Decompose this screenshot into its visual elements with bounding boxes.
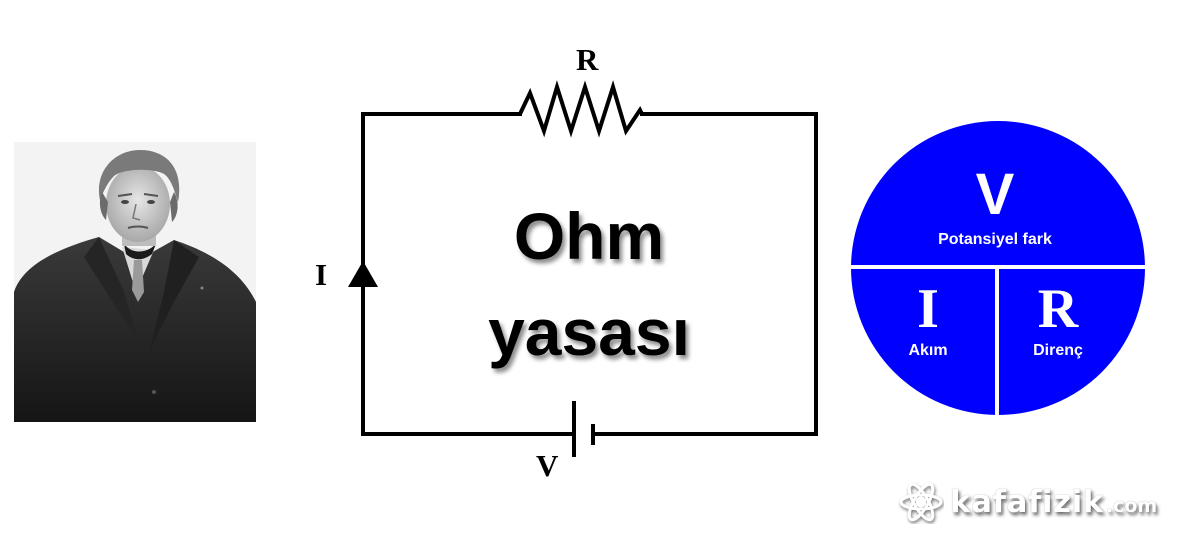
voltage-label: V [536, 448, 559, 483]
resistor-label: R [576, 42, 599, 77]
wheel-voltage-label: Potansiyel fark [938, 231, 1052, 248]
wheel-resistance-symbol: R [1037, 278, 1079, 340]
current-arrow-icon [348, 261, 378, 287]
page-title: Ohm yasası [430, 188, 748, 380]
wheel-voltage-symbol: V [975, 162, 1015, 227]
atom-icon [899, 482, 943, 522]
wheel-vertical-divider [995, 267, 999, 415]
wire-right [592, 112, 818, 436]
watermark-tld: .com [1105, 495, 1158, 517]
watermark-brand: kafafizik [950, 484, 1104, 520]
title-line-2: yasası [488, 295, 690, 369]
current-label: I [315, 257, 328, 292]
ohm-law-wheel [851, 121, 1145, 415]
wheel-current-label: Akım [908, 342, 948, 359]
wire-left-top [361, 112, 522, 436]
wheel-resistance-label: Direnç [1033, 342, 1083, 359]
title-line-1: Ohm [513, 199, 665, 273]
georg-ohm-portrait [14, 142, 256, 422]
portrait-illustration [14, 150, 256, 422]
watermark-logo: kafafizik .com [898, 480, 1157, 524]
resistor-symbol [518, 80, 644, 138]
wheel-current-symbol: I [917, 278, 939, 340]
